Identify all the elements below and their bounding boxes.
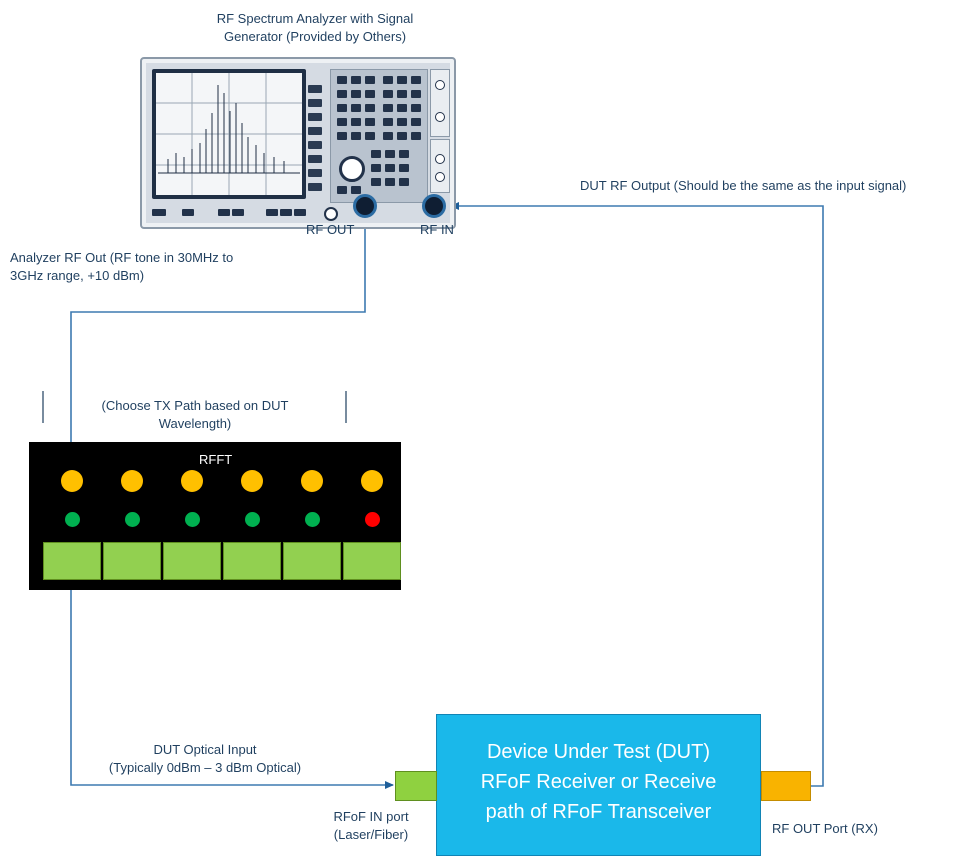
rfft-path-port [343,542,401,580]
rfft-path-status-icon [245,512,260,527]
rfft-path-status-icon [65,512,80,527]
rfft-path-led-icon [241,470,263,492]
rf-out-label: RF OUT [306,222,355,237]
rfft-path-status-icon [305,512,320,527]
analyzer-screen [156,73,302,195]
spectrum-analyzer-icon [140,57,456,229]
analyzer-keypad [330,69,428,203]
rfft-to-dut-wire [70,568,394,789]
rf-out-port-rx [761,771,811,801]
analyzer-screen-bezel [152,69,306,199]
analyzer-out-note-line1: Analyzer RF Out (RF tone in 30MHz to [10,250,234,265]
rfft-path-led-icon [121,470,143,492]
rfof-in-port [395,771,437,801]
rfft-note-line1: (Choose TX Path based on DUT [101,398,289,413]
dut-line1: Device Under Test (DUT) [486,741,711,763]
rfof-in-port-label-line1: RFoF IN port [333,809,409,824]
analyzer-aux-port-icon [324,207,338,221]
dut-line2: RFoF Receiver or Receive [480,771,717,793]
rfft-note-line2: Wavelength) [158,416,232,431]
dut-return-note: DUT RF Output (Should be the same as the… [580,178,907,193]
rfof-in-port-label-line2: (Laser/Fiber) [333,827,409,842]
rfft-path-status-icon [185,512,200,527]
rfft-path-port [283,542,341,580]
analyzer-out-note-line2: 3GHz range, +10 dBm) [10,268,145,283]
rfft-path-port [43,542,101,580]
rfft-path-port [223,542,281,580]
analyzer-to-rfft-wire [67,212,366,479]
rfft-path-status-icon [365,512,380,527]
rfft-path-led-icon [301,470,323,492]
rfft-path-status-icon [125,512,140,527]
rfft-box: RFFT [29,442,401,590]
rfft-title: RFFT [199,452,233,467]
analyzer-title-line2: Generator (Provided by Others) [223,29,407,44]
analyzer-title-line1: RF Spectrum Analyzer with Signal [216,11,414,26]
rf-in-port-icon [422,194,446,218]
dut-box: Device Under Test (DUT) RFoF Receiver or… [436,714,761,856]
rfft-path-port [163,542,221,580]
analyzer-side-panel-bottom [430,139,450,193]
rf-in-label: RF IN [420,222,454,237]
rf-out-port-rx-label: RF OUT Port (RX) [772,821,878,836]
rfft-path-led-icon [61,470,83,492]
rf-out-port-icon [353,194,377,218]
analyzer-softkeys [308,85,322,197]
spectrum-trace-icon [156,73,302,195]
optical-input-line1: DUT Optical Input [153,742,257,757]
optical-input-line2: (Typically 0dBm – 3 dBm Optical) [108,760,302,775]
dut-line3: path of RFoF Transceiver [485,801,712,823]
rfft-path-led-icon [361,470,383,492]
analyzer-side-panel-top [430,69,450,137]
rfft-path-port [103,542,161,580]
dut-to-analyzer-wire [450,202,824,787]
rfft-path-led-icon [181,470,203,492]
analyzer-knob-icon [339,156,365,182]
